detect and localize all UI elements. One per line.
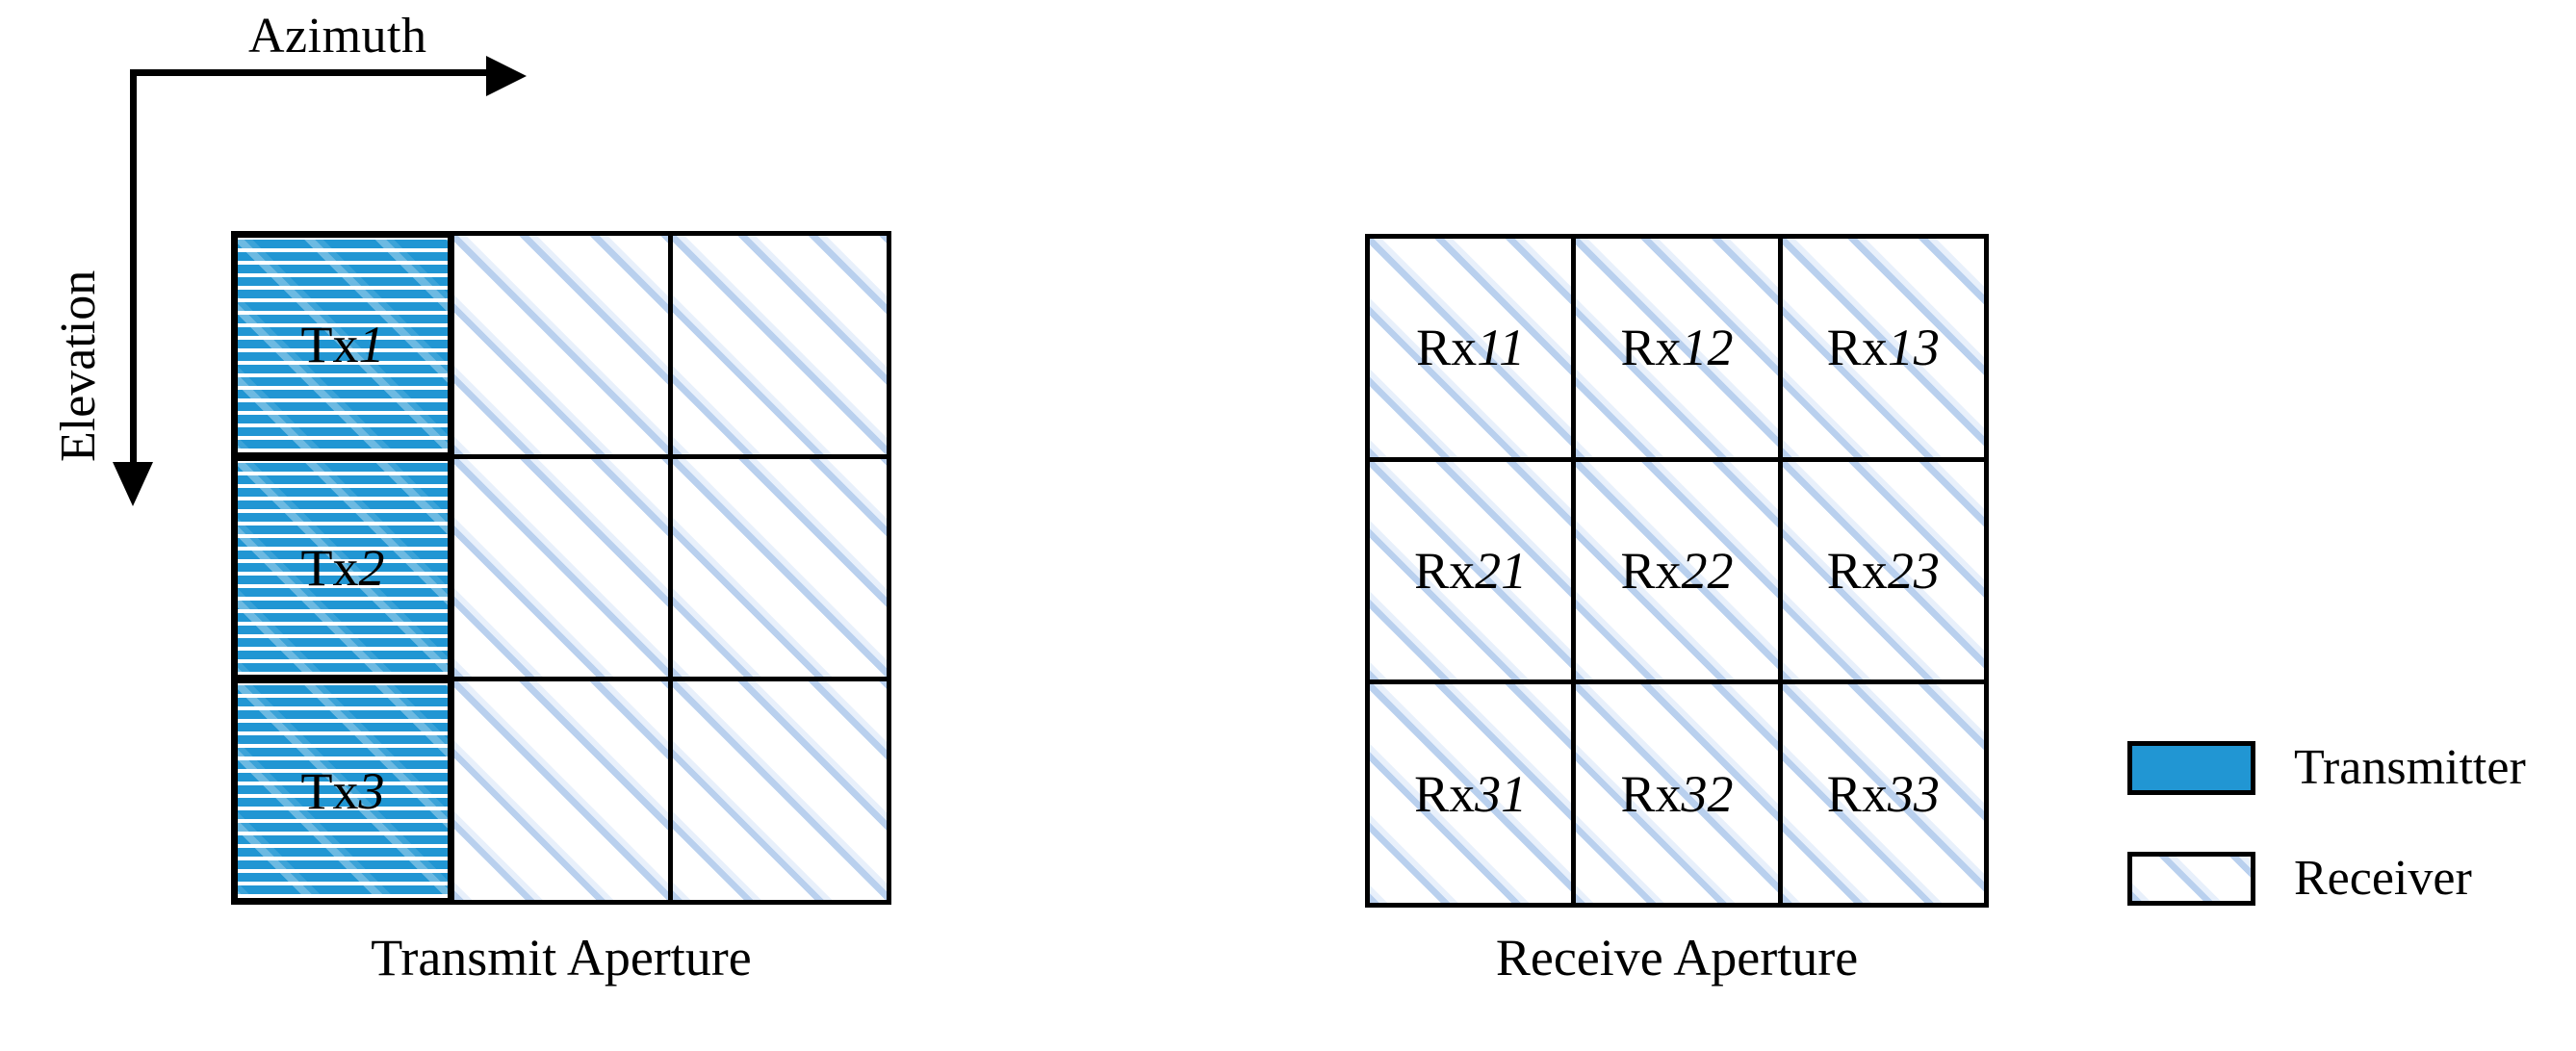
- rx-cell-label: Rx12: [1620, 319, 1734, 377]
- tx-cell-r1c1: Tx1: [236, 236, 450, 454]
- tx-cell-r2c1: Tx2: [236, 458, 450, 678]
- tx-cell-r1c3: [673, 236, 887, 454]
- rx-cell-label: Rx22: [1620, 541, 1734, 600]
- azimuth-axis-line: [130, 69, 491, 76]
- tx-cell-r2c2: [454, 458, 668, 678]
- receive-aperture-caption: Receive Aperture: [1495, 929, 1859, 987]
- rx-cell-r2c2: Rx22: [1576, 461, 1778, 680]
- rx-cell-r1c2: Rx12: [1576, 239, 1778, 457]
- legend-item-transmitter: Transmitter: [2127, 741, 2526, 795]
- rx-cell-r1c1: Rx11: [1370, 239, 1572, 457]
- rx-cell-r3c2: Rx32: [1576, 684, 1778, 903]
- tx-cell-r3c3: [673, 681, 887, 900]
- rx-cell-r2c1: Rx21: [1370, 461, 1572, 680]
- rx-cell-label: Rx13: [1826, 319, 1940, 377]
- azimuth-arrowhead-icon: [486, 56, 527, 96]
- legend-swatch-receiver: [2127, 852, 2255, 906]
- rx-cell-label: Rx32: [1620, 764, 1734, 823]
- legend-label-receiver: Receiver: [2294, 851, 2472, 906]
- tx-cell-r3c2: [454, 681, 668, 900]
- legend-label-transmitter: Transmitter: [2294, 740, 2526, 795]
- rx-cell-label: Rx31: [1414, 764, 1528, 823]
- rx-cell-label: Rx33: [1826, 764, 1940, 823]
- tx-cell-label: Tx1: [300, 316, 385, 374]
- transmit-aperture-caption: Transmit Aperture: [371, 929, 752, 987]
- legend-swatch-transmitter: [2127, 741, 2255, 795]
- tx-cell-r3c1: Tx3: [236, 681, 450, 900]
- rx-cell-label: Rx11: [1416, 319, 1526, 377]
- azimuth-axis-label: Azimuth: [248, 9, 427, 64]
- rx-cell-r1c3: Rx13: [1782, 239, 1984, 457]
- elevation-arrowhead-icon: [113, 462, 153, 506]
- rx-cell-r2c3: Rx23: [1782, 461, 1984, 680]
- elevation-axis-label: Elevation: [51, 269, 106, 462]
- elevation-axis-line: [130, 69, 137, 469]
- tx-cell-r2c3: [673, 458, 887, 678]
- rx-cell-label: Rx23: [1826, 541, 1940, 600]
- rx-cell-r3c1: Rx31: [1370, 684, 1572, 903]
- tx-cell-label: Tx2: [300, 538, 385, 597]
- rx-cell-r3c3: Rx33: [1782, 684, 1984, 903]
- tx-cell-r1c2: [454, 236, 668, 454]
- legend-item-receiver: Receiver: [2127, 852, 2472, 906]
- tx-cell-label: Tx3: [300, 761, 385, 820]
- rx-cell-label: Rx21: [1414, 541, 1528, 600]
